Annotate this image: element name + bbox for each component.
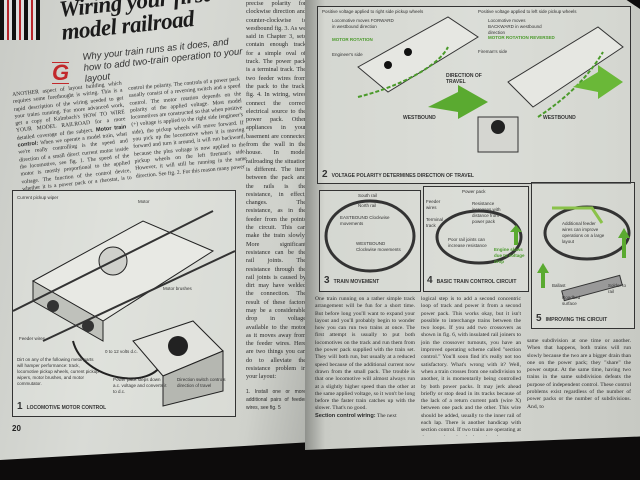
figure-title: VOLTAGE POLARITY DETERMINES DIRECTION OF… <box>331 173 474 179</box>
figure-4-basic-circuit: Power pack Feeder wires Terminal track R… <box>423 186 529 292</box>
oval-track <box>324 199 416 273</box>
figure-title: IMPROVING THE CIRCUIT <box>545 317 608 323</box>
engineers-side-label: Engineer's side <box>332 52 363 57</box>
right-heading: Positive voltage applied to left side pi… <box>478 9 577 14</box>
figure-3-train-movement: South rail North rail EASTBOUND Clockwis… <box>319 190 421 292</box>
wheel <box>47 300 59 312</box>
knob-icon <box>491 120 505 134</box>
figure-title: LOCOMOTIVE MOTOR CONTROL <box>26 405 107 411</box>
westbound-label-right: WESTBOUND <box>543 115 576 121</box>
wheel <box>404 48 412 56</box>
figure-number: 5 <box>536 313 542 324</box>
wheel <box>384 61 392 69</box>
section-control-heading: Section control wiring: <box>315 412 376 419</box>
left-motor-rotation: MOTOR ROTATION <box>332 37 373 42</box>
ballast-label: Ballast <box>552 283 566 288</box>
rail <box>13 210 214 312</box>
section-logo-letter: G <box>52 60 70 85</box>
label-direction-switch: Direction switch controls direction of t… <box>177 377 226 388</box>
figure-1-locomotive-motor-control: Current pickup wiper Motor Motor brushes… <box>12 190 236 417</box>
additional-feeders-label: Additional feeder wires can improve oper… <box>562 221 605 244</box>
figure-5-improving-circuit: Additional feeder wires can improve oper… <box>531 182 635 329</box>
track-section <box>561 274 623 302</box>
green-arrow-icon <box>510 225 522 245</box>
terminal-track-label: Terminal track <box>426 217 444 228</box>
south-rail-label: South rail <box>358 193 378 198</box>
direction-of-travel-label: DIRECTION OF TRAVEL <box>446 73 482 85</box>
additional-feeder-wire <box>552 206 604 224</box>
figure-number: 3 <box>324 275 330 286</box>
middle-column: control the polarity. The controls of a … <box>128 76 249 189</box>
page-number: 20 <box>12 424 21 433</box>
intro-column: ANOTHER aspect of layout building which … <box>12 81 132 192</box>
left-note: Locomotive moves FORWARD in westbound di… <box>332 18 394 29</box>
middle-paragraph: control the polarity. The controls of a … <box>128 76 248 180</box>
power-pack-side <box>162 350 224 407</box>
green-arrow-icon <box>618 228 630 258</box>
label-feeder-wires: Feeder wires <box>19 336 46 341</box>
col1-heading-tail: The next <box>376 412 397 419</box>
figure-title: TRAIN MOVEMENT <box>333 279 380 285</box>
label-voltage: 0 to 12 volts d.c. <box>105 349 138 354</box>
westbound-label-left: WESTBOUND <box>403 115 436 121</box>
text-column-3: same subdivision at one time or another.… <box>527 338 631 436</box>
right-note: Locomotive moves BACKWARD in westbound d… <box>488 18 542 35</box>
roadbed-label: Roadbed surface <box>562 295 581 306</box>
text-column-2: logical step is to add a second concentr… <box>421 296 521 436</box>
resistance-label: Resistance increases with distance from … <box>472 201 501 224</box>
list-item-feeder: 1. Install one or more additional pairs … <box>246 388 306 412</box>
right-magazine-page: Positive voltage applied to right side p… <box>305 0 640 450</box>
right-column-paragraph: precise polarity for clockwise direction… <box>246 0 306 381</box>
eastbound-label: EASTBOUND Clockwise movements <box>340 215 390 226</box>
col1-paragraph: One train running on a rather simple tra… <box>315 296 415 412</box>
text-column-1: One train running on a rather simple tra… <box>315 296 415 441</box>
direction-arrow-icon <box>573 65 623 99</box>
figure-number: 2 <box>322 169 328 180</box>
left-magazine-page: Wiring your first model railroad G Why y… <box>0 0 320 460</box>
wheel <box>82 320 94 332</box>
figure-number: 4 <box>427 275 433 286</box>
note-dirty-parts: Dirt on any of the following metal parts… <box>17 357 99 386</box>
solder-label: Solder to rail <box>608 283 627 294</box>
locomotive-left <box>357 16 479 93</box>
cover-stripes-decoration <box>0 0 40 40</box>
north-rail-label: North rail <box>358 203 377 208</box>
current-path-left <box>357 46 449 98</box>
direction-arrow-icon <box>428 85 488 119</box>
engine-slows-label: Engine slows due to voltage drop <box>494 247 525 264</box>
right-motor-rotation: MOTOR ROTATION REVERSED <box>488 35 555 40</box>
label-power-pack: Power pack steps down a.c. voltage and c… <box>113 377 167 394</box>
polarity-diagram <box>357 16 624 153</box>
locomotive-diagram <box>13 210 235 407</box>
rail-joints-label: Poor rail joints can increase resistance <box>448 237 487 248</box>
col2-paragraph: logical step is to add a second concentr… <box>421 296 521 436</box>
speed-knob-icon <box>168 336 188 356</box>
westbound-label: WESTBOUND Clockwise movements <box>356 241 401 252</box>
locomotive-right <box>507 26 624 108</box>
right-column: precise polarity for clockwise direction… <box>246 0 306 415</box>
green-arrow-icon <box>537 263 549 288</box>
left-heading: Positive voltage applied to right side p… <box>322 9 424 14</box>
rail <box>42 250 235 342</box>
label-motor-brushes: Motor brushes <box>163 286 192 291</box>
figure-title: BASIC TRAIN CONTROL CIRCUIT <box>436 279 517 285</box>
feeder-wires-label: Feeder wires <box>426 199 441 210</box>
firemans-side-label: Fireman's side <box>478 49 508 54</box>
figure-2-voltage-polarity: Positive voltage applied to right side p… <box>317 6 631 184</box>
oval-track <box>435 209 523 265</box>
power-pack-label: Power pack <box>462 189 486 194</box>
col3-paragraph: same subdivision at one time or another.… <box>527 338 631 410</box>
figure-number: 1 <box>17 401 23 412</box>
label-motor: Motor <box>138 199 150 204</box>
label-pickup-wiper: Current pickup wiper <box>17 195 59 200</box>
